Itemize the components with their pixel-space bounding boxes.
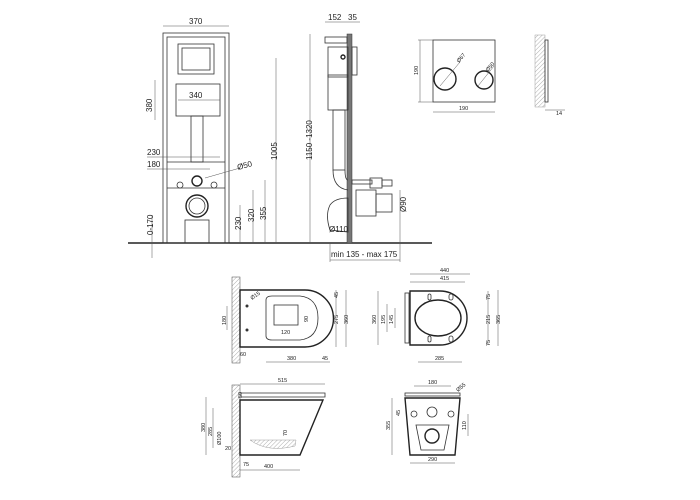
dim-pad-span: 215 — [486, 315, 492, 324]
dim-seat-height: 360 — [372, 315, 378, 324]
dim-drain-dia: Ø50 — [236, 159, 253, 172]
dim-plate-width: 190 — [459, 106, 468, 112]
dim-seat-height: 50 — [238, 392, 244, 398]
dim-front-outlet-dia: Ø55 — [455, 382, 467, 393]
bowl-top-view: 180 Ø15 60 120 90 45 275 360 380 45 — [222, 276, 350, 364]
cistern-top — [327, 46, 349, 78]
dim-seat-total-depth: 365 — [496, 315, 502, 324]
dim-hinge-outer: 195 — [381, 315, 387, 324]
dim-outlet-dia: Ø100 — [217, 432, 223, 445]
dim-base-length: 400 — [264, 464, 273, 470]
bolt-hole-left — [176, 181, 184, 189]
dim-outlet-dia: Ø110 — [329, 225, 349, 234]
dim-bolt-height: 45 — [396, 410, 402, 416]
frame-outline — [162, 32, 230, 244]
dim-total-width: 360 — [344, 315, 350, 324]
dim-bowl-side-length: 515 — [278, 378, 287, 384]
bowl-side-view: 515 50 380 285 Ø100 20 70 75 400 — [201, 378, 326, 478]
dim-height-range: 1150 -1320 — [305, 120, 314, 160]
dim-button-small: Ø50 — [485, 61, 496, 73]
flush-plate-view: 190 190 Ø67 Ø50 14 — [414, 34, 565, 117]
drain-pipe — [355, 189, 377, 217]
dim-bolt-dia: Ø15 — [250, 291, 262, 302]
dim-trap-depth: 70 — [283, 430, 289, 436]
dim-seat-depth: 285 — [435, 356, 444, 362]
wall-hatch — [534, 34, 546, 108]
wall-section — [346, 33, 353, 244]
seat-front — [404, 392, 461, 397]
seat-lid — [240, 392, 326, 398]
flush-plate-side — [351, 46, 358, 76]
dim-wall-distance: min 135 - max 175 — [331, 250, 398, 259]
frame-front-view: 370 380 340 230 180 Ø50 1005 355 320 230… — [128, 17, 432, 258]
dim-pad-bottom: 75 — [486, 340, 492, 346]
dim-front-bolt-spacing: 180 — [428, 380, 437, 386]
outlet-elbow — [327, 197, 349, 233]
dim-opening-depth: 90 — [304, 316, 310, 322]
dim-flush-height: 1005 — [270, 142, 279, 160]
dim-bolt-spacing: 180 — [222, 316, 228, 325]
dim-holes-outer: 230 — [147, 148, 161, 157]
dim-hole-height-lower: 320 — [247, 208, 256, 222]
dim-bowl-height: 230 — [234, 216, 243, 230]
dim-edge: 45 — [322, 356, 328, 362]
flush-plate — [432, 39, 496, 103]
bowl-front-outline — [404, 397, 461, 456]
dim-cistern-height: 380 — [145, 98, 154, 112]
flush-pipe — [190, 115, 204, 163]
dim-hole-height-upper: 355 — [259, 206, 268, 220]
dim-floor-adjust: 0-170 — [146, 214, 155, 235]
dim-plate-thickness: 14 — [556, 111, 562, 117]
drain-hole — [191, 175, 203, 187]
frame-side-view: 152 35 1150 -1320 Ø110 Ø90 min 135 - max… — [305, 13, 408, 262]
dim-base-offset: 20 — [225, 446, 231, 452]
dim-opening-length: 275 — [334, 315, 340, 324]
seat-top-view: 440 415 360 195 145 75 215 75 365 285 — [372, 268, 502, 363]
downpipe — [332, 109, 346, 171]
button-small — [474, 70, 494, 90]
outlet-hole — [424, 428, 440, 444]
inlet-hole — [426, 406, 438, 418]
dim-pad-top: 75 — [486, 294, 492, 300]
dim-bolt-offset: 60 — [240, 352, 246, 358]
dim-pipe-dia: Ø90 — [399, 196, 408, 212]
bowl-outline — [239, 289, 335, 348]
dim-bowl-length: 380 — [287, 356, 296, 362]
dim-frame-width: 370 — [189, 17, 203, 26]
button-large — [433, 67, 457, 91]
dim-opening-width: 120 — [281, 330, 290, 336]
dim-bowl-side-height: 380 — [201, 423, 207, 432]
water-trap — [249, 439, 297, 449]
dim-hinge-inner: 145 — [389, 315, 395, 324]
bolt-hole-right — [210, 181, 218, 189]
dim-plate-height: 190 — [414, 66, 420, 75]
dim-cistern-width: 340 — [189, 91, 203, 100]
dim-foot-offset: 75 — [243, 462, 249, 468]
seat-outline — [409, 290, 468, 346]
cistern-side — [327, 74, 349, 111]
dim-seat-inner-width: 415 — [440, 276, 449, 282]
cistern-valve-box — [177, 43, 215, 75]
dim-frame-depth: 152 — [328, 13, 342, 22]
dim-button-large: Ø67 — [456, 52, 467, 64]
dim-base-width: 290 — [428, 457, 437, 463]
dim-rim-offset: 45 — [334, 292, 340, 298]
dim-panel: 35 — [348, 13, 357, 22]
outlet-opening — [185, 194, 209, 218]
bowl-front-view: 180 Ø55 45 355 110 290 — [386, 380, 469, 464]
dim-outlet-offset: 110 — [462, 421, 468, 430]
wall-hatch — [231, 276, 241, 364]
dim-holes-inner: 180 — [147, 160, 161, 169]
dim-seat-total-width: 440 — [440, 268, 449, 274]
dim-front-height: 355 — [386, 421, 392, 430]
dim-outlet-height: 285 — [208, 427, 214, 436]
seat-opening — [414, 299, 462, 337]
bowl-profile — [239, 399, 325, 456]
